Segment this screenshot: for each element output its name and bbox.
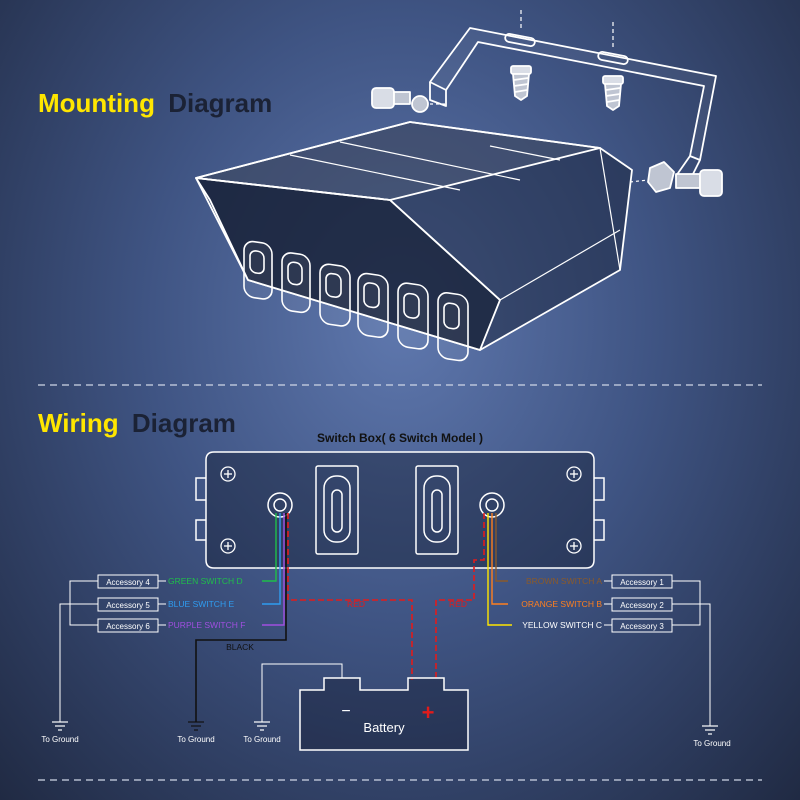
battery-plus-icon: +: [422, 700, 435, 725]
red-wire-label-left: RED: [347, 599, 365, 609]
accessory-4-label: Accessory 4: [106, 578, 150, 587]
red-wire-label-right: RED: [449, 599, 467, 609]
ground-label-4: To Ground: [693, 739, 730, 748]
screw-left-icon: [510, 65, 532, 101]
bracket-slot-left: [504, 33, 536, 47]
battery-minus-icon: −: [341, 703, 350, 720]
ground-label-1: To Ground: [41, 735, 78, 744]
wire-brown: [495, 513, 508, 582]
ground-icon-1: [52, 721, 68, 731]
black-wire-label: BLACK: [226, 642, 254, 652]
knob-left-icon: [371, 87, 429, 113]
wiring-diagram-word: Diagram: [132, 408, 236, 438]
mounting-heading: Mounting Diagram: [38, 88, 272, 118]
left-accessory-group: Accessory 4 Accessory 5 Accessory 6 GREE…: [59, 574, 245, 722]
switch-box-title: Switch Box( 6 Switch Model ): [317, 431, 483, 445]
mounting-word: Mounting: [38, 88, 155, 118]
wiring-heading: Wiring Diagram: [38, 408, 236, 438]
accessory-2: Accessory 2: [611, 597, 673, 612]
wire-orange: [491, 513, 508, 605]
wire-blue: [262, 513, 281, 605]
knob-right-icon: [647, 161, 723, 197]
ground-label-3: To Ground: [243, 735, 280, 744]
left-switch-wires: [262, 513, 285, 626]
mounting-screw-icons: [220, 466, 582, 554]
screw-bottom-right-icon: [566, 538, 582, 554]
ground-icon-4: [702, 725, 718, 735]
black-ground-wire: [195, 513, 287, 722]
rocker-switch-6: [437, 292, 469, 362]
screw-right-icon: [602, 75, 624, 111]
brown-switch-label: BROWN SWITCH A: [526, 576, 602, 586]
switch-box-outline: [195, 451, 605, 569]
accessory-2-label: Accessory 2: [620, 601, 664, 610]
accessory-6-label: Accessory 6: [106, 622, 150, 631]
battery: [299, 677, 469, 751]
screw-top-right-icon: [566, 466, 582, 482]
ground-icon-2: [188, 721, 204, 731]
wire-purple: [262, 513, 285, 626]
right-accessory-group: Accessory 1 Accessory 2 Accessory 3 BROW…: [521, 574, 711, 726]
accessory-1: Accessory 1: [611, 574, 673, 589]
accessory-6: Accessory 6: [97, 618, 159, 633]
rocker-switch-row: [243, 240, 469, 362]
ground-label-2: To Ground: [177, 735, 214, 744]
green-switch-label: GREEN SWITCH D: [168, 576, 243, 586]
mounting-illustration: [195, 10, 723, 351]
red-wire-left: [287, 513, 413, 680]
accessory-5-label: Accessory 5: [106, 601, 150, 610]
red-wire-right: [435, 513, 485, 680]
wire-yellow: [487, 513, 512, 626]
bracket-slot-right: [597, 51, 629, 65]
blue-switch-label: BLUE SWITCH E: [168, 599, 234, 609]
accessory-3: Accessory 3: [611, 618, 673, 633]
screw-bottom-left-icon: [220, 538, 236, 554]
accessory-5: Accessory 5: [97, 597, 159, 612]
rocker-switch-2: [281, 252, 311, 314]
accessory-4: Accessory 4: [97, 574, 159, 589]
orange-switch-label: ORANGE SWITCH B: [521, 599, 602, 609]
ground-symbols: [52, 721, 718, 735]
wiring-word: Wiring: [38, 408, 119, 438]
battery-label: Battery: [363, 720, 405, 735]
rocker-switch-3: [319, 263, 351, 327]
mounting-diagram-word: Diagram: [168, 88, 272, 118]
screw-top-left-icon: [220, 466, 236, 482]
red-power-wires: [287, 513, 485, 680]
switch-box-edge: [195, 177, 501, 301]
ground-icon-3: [254, 721, 270, 731]
yellow-switch-label: YELLOW SWITCH C: [522, 620, 602, 630]
rocker-switch-1: [243, 240, 273, 300]
accessory-3-label: Accessory 3: [620, 622, 664, 631]
rocker-switch-4: [357, 272, 389, 339]
rocker-switch-5: [397, 282, 429, 350]
wire-green: [262, 513, 277, 582]
knob-right-guide: [629, 179, 649, 183]
bracket-left-tab: [429, 82, 447, 107]
accessory-1-label: Accessory 1: [620, 578, 664, 587]
right-switch-wires: [487, 513, 512, 626]
purple-switch-label: PURPLE SWITCH F: [168, 620, 245, 630]
battery-ground-wire: [261, 663, 343, 722]
